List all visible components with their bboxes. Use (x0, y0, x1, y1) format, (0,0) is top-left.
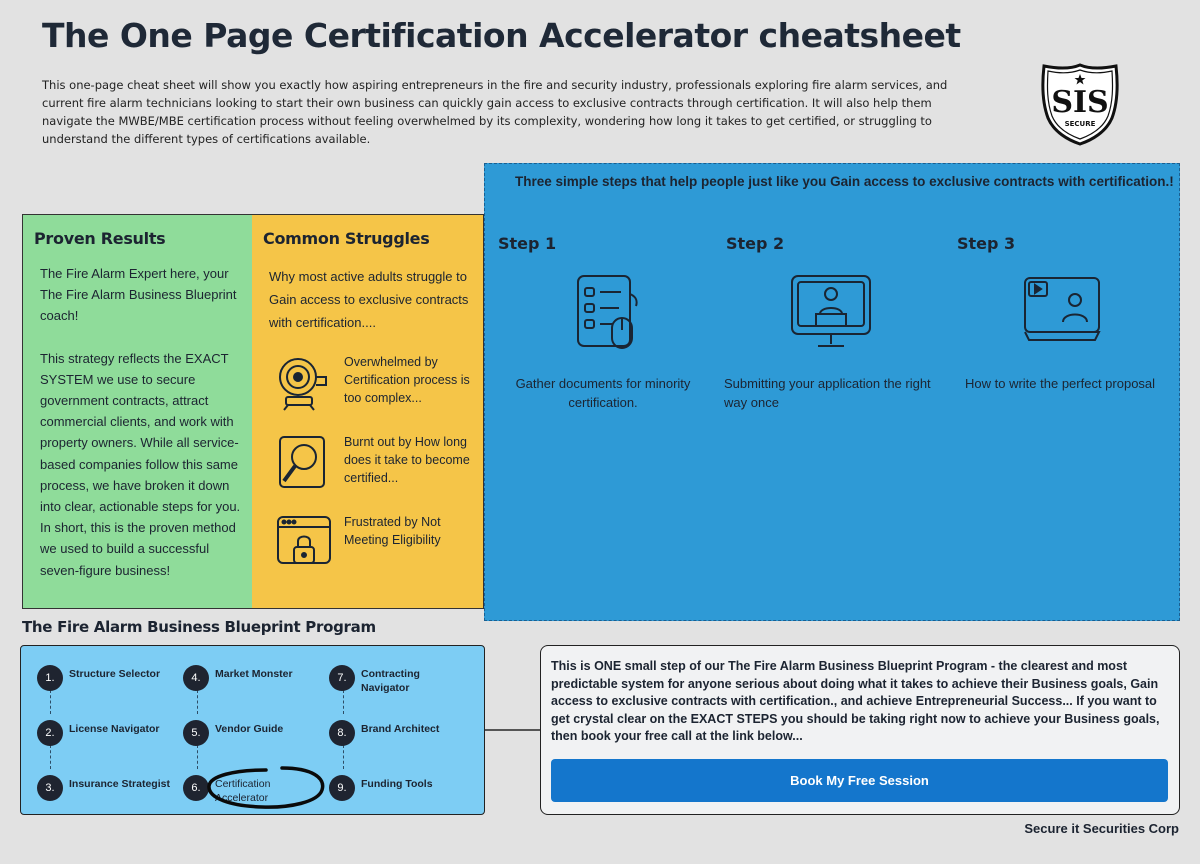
step-2: Step 2 Submitting your application the r… (724, 234, 936, 410)
proven-results-panel: Proven Results The Fire Alarm Expert her… (22, 214, 252, 609)
struggle-item: Burnt out by How long does it take to be… (276, 433, 481, 503)
program-item-number: 5. (183, 720, 209, 746)
program-item: 1. Structure Selector (37, 661, 177, 691)
step-text: How to write the perfect proposal (965, 376, 1156, 391)
proven-results-text: The Fire Alarm Expert here, your The Fir… (40, 263, 250, 602)
program-connector (197, 690, 198, 714)
locked-browser-icon (277, 516, 331, 564)
logo-letters: SIS (1051, 85, 1108, 120)
program-item: 7. Contracting Navigator (329, 661, 469, 694)
program-item-number: 3. (37, 775, 63, 801)
intro-paragraph: This one-page cheat sheet will show you … (42, 78, 948, 146)
connector-line (485, 729, 541, 731)
cta-text: This is ONE small step of our The Fire A… (551, 659, 1160, 743)
common-struggles-panel: Common Struggles Why most active adults … (252, 214, 484, 609)
struggles-intro: Why most active adults struggle to Gain … (269, 269, 469, 330)
hand-drawn-circle-highlight (207, 766, 325, 809)
program-item-number: 2. (37, 720, 63, 746)
cta-box: This is ONE small step of our The Fire A… (540, 645, 1180, 815)
program-item-label: Funding Tools (361, 778, 433, 790)
program-item-label: Structure Selector (69, 668, 161, 680)
alarm-bell-icon (279, 358, 327, 411)
program-item: 2. License Navigator (37, 716, 177, 746)
struggle-text: Burnt out by How long does it take to be… (344, 435, 470, 485)
logo-caption: SECURE (1065, 120, 1096, 128)
program-connector (343, 690, 344, 714)
program-item-number: 1. (37, 665, 63, 691)
checklist-mouse-icon (577, 275, 638, 349)
program-box: 1. Structure Selector 2. License Navigat… (20, 645, 485, 815)
steps-heading: Three simple steps that help people just… (515, 174, 1174, 189)
program-item-label: Brand Architect (361, 723, 440, 735)
proven-paragraph-2: This strategy reflects the EXACT SYSTEM … (40, 350, 241, 578)
program-item-number: 9. (329, 775, 355, 801)
book-free-session-button[interactable]: Book My Free Session (551, 759, 1168, 802)
program-item-label: Market Monster (215, 668, 293, 680)
program-item-number: 4. (183, 665, 209, 691)
program-item: 8. Brand Architect (329, 716, 469, 746)
step-3: Step 3 How to write the perfect proposal (957, 234, 1167, 391)
footer-company-name: Secure it Securities Corp (1024, 821, 1179, 836)
step-1: Step 1 Gather documents for minority cer… (498, 234, 708, 410)
proven-paragraph-1: The Fire Alarm Expert here, your The Fir… (40, 266, 237, 324)
program-item-label: Contracting Navigator (361, 668, 420, 694)
step-label: Step 2 (726, 234, 785, 253)
program-item: 9. Funding Tools (329, 771, 469, 801)
program-title: The Fire Alarm Business Blueprint Progra… (22, 618, 376, 636)
step-text: Gather documents for minority certificat… (515, 376, 691, 410)
program-item-label: Vendor Guide (215, 723, 284, 735)
page-title: The One Page Certification Accelerator c… (42, 16, 961, 55)
program-connector (343, 745, 344, 769)
step-text: Submitting your application the right wa… (724, 376, 931, 410)
video-call-icon (1024, 277, 1101, 341)
struggle-text: Overwhelmed by Certification process is … (344, 355, 470, 405)
program-connector (197, 745, 198, 769)
program-item-number: 6. (183, 775, 209, 801)
proven-results-heading: Proven Results (34, 229, 166, 248)
program-item-number: 8. (329, 720, 355, 746)
step-label: Step 1 (498, 234, 557, 253)
steps-panel: Three simple steps that help people just… (484, 163, 1180, 621)
program-item-label: License Navigator (69, 723, 160, 735)
program-connector (50, 690, 51, 714)
step-label: Step 3 (957, 234, 1016, 253)
struggle-item: Overwhelmed by Certification process is … (276, 353, 481, 423)
common-struggles-heading: Common Struggles (263, 229, 430, 248)
program-item-label: Insurance Strategist (69, 778, 170, 790)
program-item: 4. Market Monster (183, 661, 323, 691)
shield-logo-icon: SIS SECURE (1041, 63, 1119, 146)
program-connector (50, 745, 51, 769)
program-item: 3. Insurance Strategist (37, 771, 177, 801)
struggle-text: Frustrated by Not Meeting Eligibility (344, 515, 441, 547)
program-item-number: 7. (329, 665, 355, 691)
magnifier-document-icon (279, 436, 325, 488)
monitor-presenter-icon (791, 275, 871, 347)
struggle-item: Frustrated by Not Meeting Eligibility (276, 513, 481, 583)
program-item: 5. Vendor Guide (183, 716, 323, 746)
